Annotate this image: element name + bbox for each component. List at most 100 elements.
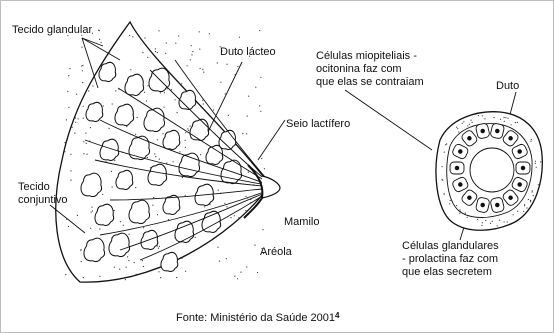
stipple-dot bbox=[459, 213, 460, 214]
stipple-dot bbox=[123, 225, 124, 226]
stipple-dot bbox=[239, 37, 240, 38]
stipple-dot bbox=[177, 112, 178, 113]
stipple-dot bbox=[494, 117, 495, 118]
stipple-dot bbox=[155, 48, 156, 49]
label-tecido-conjuntivo-line-1: Tecido bbox=[18, 181, 68, 194]
stipple-dot bbox=[200, 154, 201, 155]
stipple-dot bbox=[128, 234, 129, 235]
stipple-dot bbox=[158, 30, 159, 31]
stipple-dot bbox=[526, 207, 527, 208]
label-tecido-glandular: Tecido glandular bbox=[12, 24, 92, 37]
stipple-dot bbox=[83, 153, 84, 154]
stipple-dot bbox=[248, 96, 249, 97]
stipple-dot bbox=[504, 117, 505, 118]
stipple-dot bbox=[176, 277, 177, 278]
stipple-dot bbox=[114, 267, 115, 268]
stipple-dot bbox=[260, 111, 261, 112]
stipple-dot bbox=[467, 125, 468, 126]
stipple-dot bbox=[540, 161, 541, 162]
stipple-dot bbox=[130, 69, 131, 70]
stipple-dot bbox=[192, 51, 193, 52]
stipple-dot bbox=[99, 39, 100, 40]
stipple-dot bbox=[469, 124, 470, 125]
stipple-dot bbox=[535, 163, 536, 164]
stipple-dot bbox=[195, 237, 196, 238]
stipple-dot bbox=[442, 166, 443, 167]
cell-nucleus bbox=[496, 203, 500, 207]
stipple-dot bbox=[202, 69, 203, 70]
stipple-dot bbox=[242, 133, 243, 134]
stipple-dot bbox=[82, 70, 83, 71]
stipple-dot bbox=[524, 204, 525, 205]
stipple-dot bbox=[467, 217, 468, 218]
stipple-dot bbox=[203, 72, 204, 73]
label-areola: Aréola bbox=[260, 246, 292, 259]
stipple-dot bbox=[188, 130, 189, 131]
stipple-dot bbox=[81, 261, 82, 262]
stipple-dot bbox=[452, 201, 453, 202]
stipple-dot bbox=[185, 132, 186, 133]
stipple-dot bbox=[155, 156, 156, 157]
cell-nucleus bbox=[468, 137, 472, 141]
stipple-dot bbox=[450, 200, 451, 201]
stipple-dot bbox=[129, 35, 130, 36]
stipple-dot bbox=[99, 276, 100, 277]
stipple-dot bbox=[531, 139, 532, 140]
label-celulas-glandulares: Células glandulares - prolactina faz com… bbox=[402, 240, 499, 279]
stipple-dot bbox=[247, 116, 248, 117]
stipple-dot bbox=[530, 141, 531, 142]
stipple-dot bbox=[90, 127, 91, 128]
stipple-dot bbox=[78, 118, 79, 119]
stipple-dot bbox=[524, 205, 525, 206]
stipple-dot bbox=[225, 93, 226, 94]
cell-nucleus bbox=[496, 129, 500, 133]
stipple-dot bbox=[538, 184, 539, 185]
stipple-dot bbox=[531, 191, 532, 192]
cell-nucleus bbox=[509, 196, 513, 200]
stipple-dot bbox=[482, 115, 483, 116]
stipple-dot bbox=[200, 247, 201, 248]
stipple-dot bbox=[134, 262, 135, 263]
cell-nucleus bbox=[459, 150, 463, 154]
stipple-dot bbox=[477, 219, 478, 220]
stipple-dot bbox=[147, 57, 148, 58]
stipple-dot bbox=[68, 75, 69, 76]
stipple-dot bbox=[158, 248, 159, 249]
stipple-dot bbox=[442, 179, 443, 180]
stipple-dot bbox=[90, 228, 91, 229]
stipple-dot bbox=[449, 194, 450, 195]
cell-nucleus bbox=[509, 137, 513, 141]
stipple-dot bbox=[513, 214, 514, 215]
stipple-dot bbox=[85, 133, 86, 134]
stipple-dot bbox=[533, 195, 534, 196]
cell-nucleus bbox=[459, 183, 463, 187]
nipple bbox=[262, 176, 280, 198]
stipple-dot bbox=[485, 220, 486, 221]
stipple-dot bbox=[171, 89, 172, 90]
label-mioepiteliais-line-1: Células miopiteliais - bbox=[316, 50, 424, 63]
stipple-dot bbox=[446, 143, 447, 144]
stipple-dot bbox=[76, 94, 77, 95]
stipple-dot bbox=[460, 211, 461, 212]
stipple-dot bbox=[459, 209, 460, 210]
stipple-dot bbox=[199, 31, 200, 32]
stipple-dot bbox=[152, 205, 153, 206]
stipple-dot bbox=[456, 205, 457, 206]
stipple-dot bbox=[132, 36, 133, 37]
stipple-dot bbox=[83, 106, 84, 107]
stipple-dot bbox=[246, 266, 247, 267]
stipple-dot bbox=[482, 222, 483, 223]
stipple-dot bbox=[64, 142, 65, 143]
stipple-dot bbox=[155, 51, 156, 52]
stipple-dot bbox=[237, 278, 238, 279]
stipple-dot bbox=[143, 266, 144, 267]
stipple-dot bbox=[91, 207, 92, 208]
stipple-dot bbox=[246, 133, 247, 134]
stipple-dot bbox=[147, 157, 148, 158]
stipple-dot bbox=[99, 30, 100, 31]
label-tecido-conjuntivo-line-2: conjuntivo bbox=[18, 194, 68, 207]
stipple-dot bbox=[219, 261, 220, 262]
stipple-dot bbox=[75, 117, 76, 118]
stipple-dot bbox=[515, 122, 516, 123]
stipple-dot bbox=[497, 225, 498, 226]
